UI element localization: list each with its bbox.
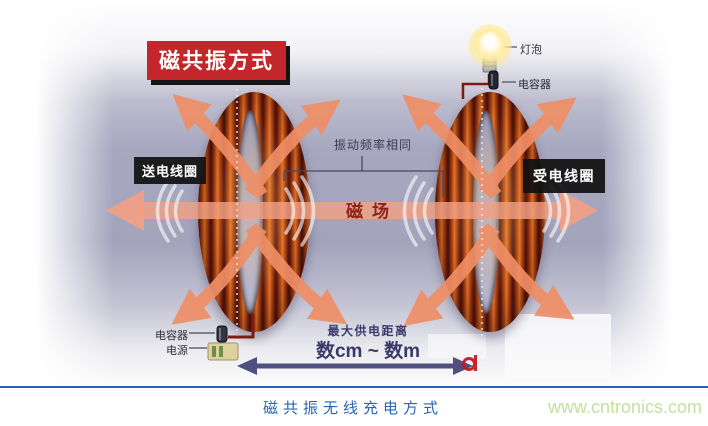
divider-rule [0, 386, 708, 388]
field-arrow-icon [245, 223, 348, 325]
transmitter-circuit [189, 314, 255, 361]
max-distance-range: 数cm ~ 数m [315, 341, 420, 362]
transmitter-capacitor-label: 电容器 [155, 330, 188, 342]
ripple-icon [173, 189, 184, 233]
power-source-label: 电源 [166, 345, 188, 357]
field-arrow-icon [171, 224, 267, 325]
light-bulb-core [480, 32, 500, 57]
band-arrowhead-left-icon [106, 190, 144, 231]
image-caption: 磁共振无线充电方式 [262, 401, 443, 417]
ripple-icon [300, 175, 316, 247]
field-arrow-icon [478, 97, 577, 197]
field-arrow-icon [403, 224, 500, 327]
background-patch [428, 334, 486, 358]
max-distance-label: 最大供电距离 [327, 324, 409, 338]
ripple-icon [422, 187, 434, 235]
ripple-icon [412, 181, 426, 241]
capacitor-icon [488, 70, 499, 90]
ripple-icon [164, 184, 177, 238]
ripple-icon [292, 181, 306, 241]
capacitor-icon [216, 325, 228, 343]
transmitter-coil-label: 送电线圈 [134, 157, 207, 184]
wire [228, 314, 255, 339]
diagram-title: 磁共振方式 [147, 41, 286, 80]
ripple-icon [155, 179, 170, 243]
ripple-icon [402, 175, 418, 247]
bulb-label: 灯泡 [520, 44, 542, 56]
frequency-bracket [283, 156, 444, 197]
ripple-icon [542, 189, 553, 233]
wire [461, 74, 491, 99]
receiver-capacitor-label: 电容器 [518, 79, 551, 91]
watermark-url: www.cntronics.com [547, 397, 702, 417]
frequency-note: 振动频率相同 [333, 138, 412, 152]
field-arrow-icon [477, 223, 575, 320]
magnetic-field-arrows [171, 93, 577, 327]
magnetic-field-band [106, 190, 598, 231]
distance-arrow [237, 355, 477, 375]
red-mark [462, 355, 477, 371]
arrowhead-left-icon [237, 357, 257, 375]
receiver-coil-label: 受电线圈 [523, 159, 605, 193]
background-patch [505, 314, 611, 378]
resonance-ripples [155, 175, 571, 247]
band-arrowhead-right-icon [560, 190, 598, 231]
ripple-icon [284, 187, 296, 235]
field-arrow-icon [244, 99, 341, 197]
magnetic-field-label: 磁场 [346, 202, 398, 221]
